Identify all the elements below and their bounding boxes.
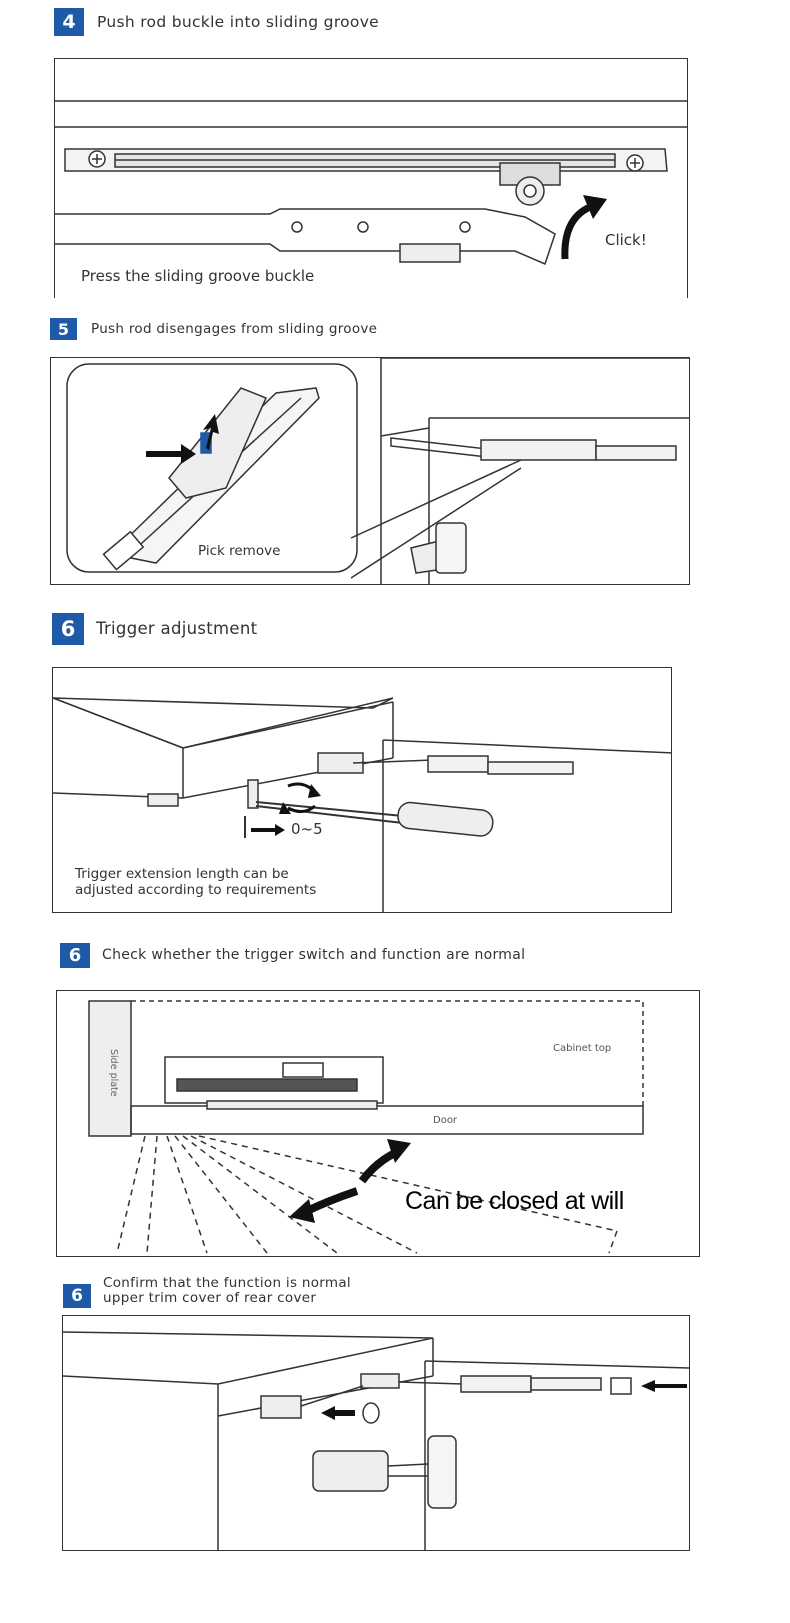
- step-6c-badge: 6: [63, 1284, 91, 1308]
- step-6b-illustration: [88, 1000, 644, 1254]
- step-6a-badge: 6: [52, 613, 84, 645]
- step-6c-diagram: [62, 1315, 690, 1551]
- door-label: Door: [433, 1115, 458, 1126]
- step-5-header: 5 Push rod disengages from sliding groov…: [50, 318, 377, 340]
- step-6b-header: 6 Check whether the trigger switch and f…: [60, 943, 525, 968]
- range-label: 0~5: [291, 820, 323, 838]
- click-caption: Click!: [605, 231, 647, 249]
- step-5-title: Push rod disengages from sliding groove: [91, 321, 378, 337]
- step-4-header: 4 Push rod buckle into sliding groove: [54, 8, 379, 36]
- step-6b-title: Check whether the trigger switch and fun…: [102, 947, 526, 963]
- step-4-badge: 4: [54, 8, 84, 36]
- step-6a-title: Trigger adjustment: [96, 619, 258, 638]
- step-4-title: Push rod buckle into sliding groove: [97, 13, 380, 31]
- press-caption: Press the sliding groove buckle: [81, 267, 315, 285]
- step-4-diagram: Press the sliding groove buckle Click!: [54, 58, 688, 298]
- step-5-badge: 5: [50, 318, 77, 340]
- cabinet-top-label: Cabinet top: [553, 1043, 612, 1054]
- step-6a-illustration: [53, 697, 671, 912]
- pick-remove-caption: Pick remove: [198, 543, 281, 559]
- step-6a-header: 6 Trigger adjustment: [52, 613, 257, 645]
- side-plate-label: Side plate: [108, 1049, 119, 1097]
- step-6c-title-line2: upper trim cover of rear cover: [103, 1290, 317, 1306]
- closed-at-will-label: Can be closed at will: [405, 1187, 624, 1215]
- step-6b-badge: 6: [60, 943, 90, 968]
- step-5-illustration: [66, 358, 689, 584]
- step-6a-diagram: 0~5 Trigger extension length can be adju…: [52, 667, 672, 913]
- step-6c-illustration: [63, 1331, 689, 1550]
- trigger-caption-line1: Trigger extension length can be: [75, 866, 289, 882]
- step-6c-header: 6 Confirm that the function is normal up…: [63, 1276, 351, 1308]
- step-6c-title-block: Confirm that the function is normal uppe…: [103, 1276, 351, 1306]
- step-5-diagram: Pick remove: [50, 357, 690, 585]
- step-4-illustration: [55, 100, 687, 266]
- step-6b-diagram: Side plate Cabinet top Door Can be close…: [56, 990, 700, 1257]
- step-6c-title-line1: Confirm that the function is normal: [103, 1275, 351, 1291]
- trigger-caption-line2: adjusted according to requirements: [75, 882, 317, 898]
